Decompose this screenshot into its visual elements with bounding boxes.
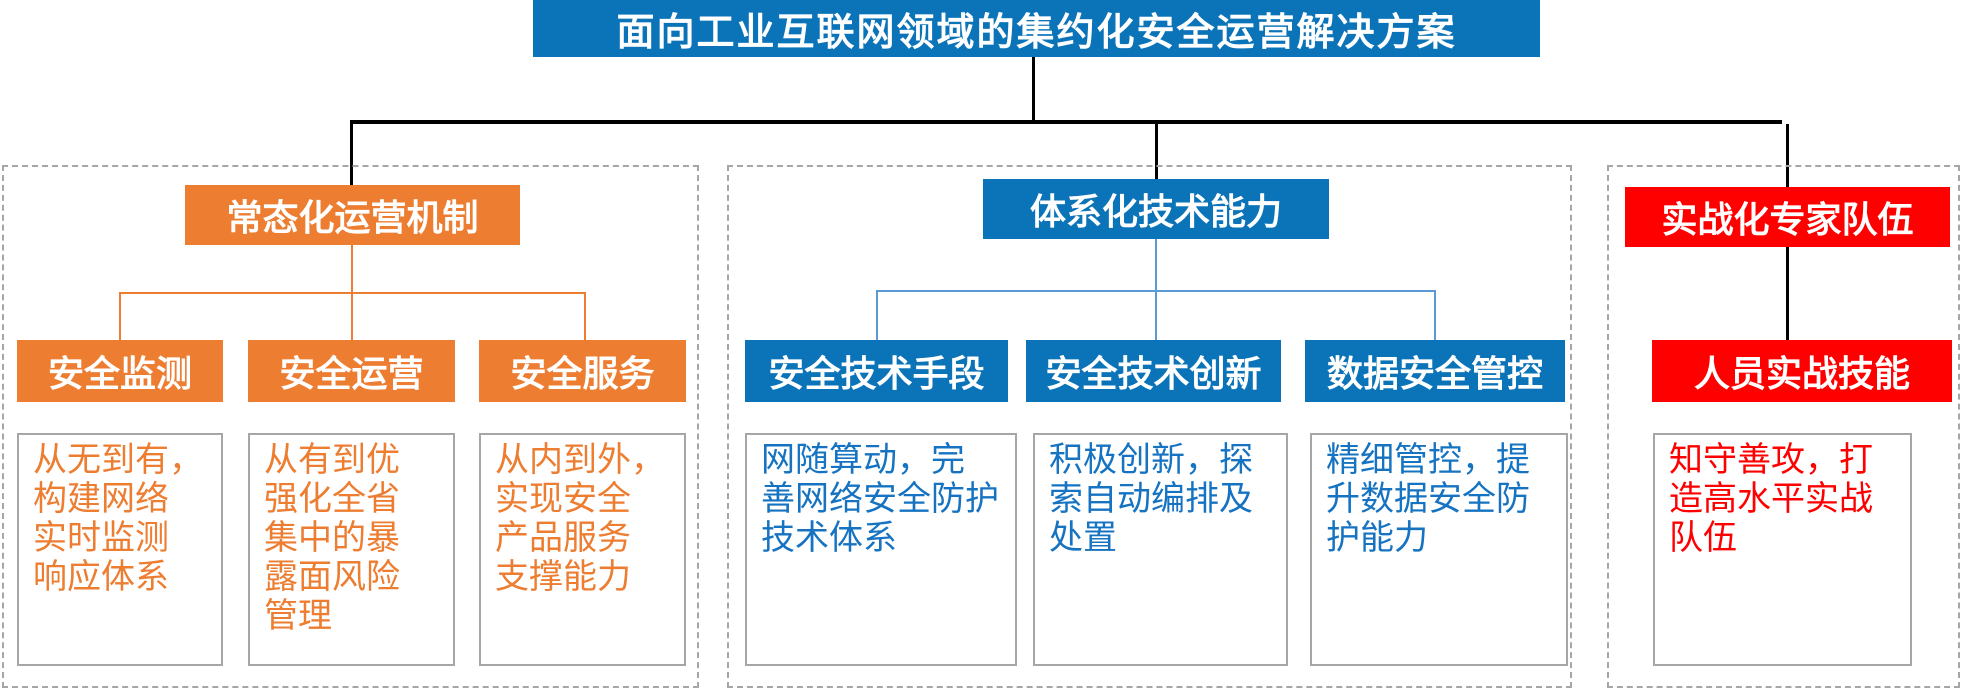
branch-header-experts: 实战化专家队伍 bbox=[1625, 187, 1950, 247]
connector-drop-left-branch bbox=[350, 124, 353, 185]
node-security-operations: 安全运营 bbox=[248, 340, 455, 402]
branch-header-technology: 体系化技术能力 bbox=[983, 179, 1329, 239]
diagram-title: 面向工业互联网领域的集约化安全运营解决方案 bbox=[533, 0, 1540, 57]
node-security-tech-innovation: 安全技术创新 bbox=[1026, 340, 1281, 402]
desc-data-security-control: 精细管控，提 升数据安全防 护能力 bbox=[1310, 433, 1568, 666]
node-security-tech-means: 安全技术手段 bbox=[745, 340, 1008, 402]
connector-title-drop bbox=[1032, 57, 1035, 122]
connector-main-rail bbox=[350, 120, 1782, 124]
branch-header-operations: 常态化运营机制 bbox=[185, 185, 520, 245]
node-personnel-combat-skills: 人员实战技能 bbox=[1652, 340, 1952, 402]
node-data-security-control: 数据安全管控 bbox=[1305, 340, 1565, 402]
connector-operations-rail bbox=[119, 292, 586, 294]
desc-security-monitoring: 从无到有， 构建网络 实时监测 响应体系 bbox=[17, 433, 223, 666]
connector-technology-stem bbox=[1155, 239, 1157, 290]
desc-security-tech-innovation: 积极创新，探 索自动编排及 处置 bbox=[1033, 433, 1288, 666]
connector-right-branch-to-child bbox=[1786, 247, 1789, 340]
connector-drop-middle-branch bbox=[1155, 124, 1158, 179]
desc-personnel-combat-skills: 知守善攻，打 造高水平实战 队伍 bbox=[1653, 433, 1912, 666]
node-security-monitoring: 安全监测 bbox=[17, 340, 223, 402]
connector-operations-drop-2 bbox=[351, 294, 353, 340]
desc-security-operations: 从有到优 强化全省 集中的暴 露面风险 管理 bbox=[248, 433, 455, 666]
group-box-operations bbox=[2, 165, 699, 688]
group-box-technology bbox=[727, 165, 1572, 688]
connector-technology-rail bbox=[876, 290, 1436, 292]
connector-operations-drop-3 bbox=[584, 294, 586, 340]
connector-technology-drop-3 bbox=[1434, 292, 1436, 340]
group-box-experts bbox=[1607, 165, 1960, 688]
connector-drop-right-branch bbox=[1786, 124, 1789, 187]
connector-operations-stem bbox=[351, 245, 353, 292]
connector-technology-drop-2 bbox=[1155, 292, 1157, 340]
desc-security-services: 从内到外， 实现安全 产品服务 支撑能力 bbox=[479, 433, 686, 666]
node-security-services: 安全服务 bbox=[479, 340, 686, 402]
connector-technology-drop-1 bbox=[876, 292, 878, 340]
connector-operations-drop-1 bbox=[119, 294, 121, 340]
desc-security-tech-means: 网随算动，完 善网络安全防护 技术体系 bbox=[745, 433, 1017, 666]
